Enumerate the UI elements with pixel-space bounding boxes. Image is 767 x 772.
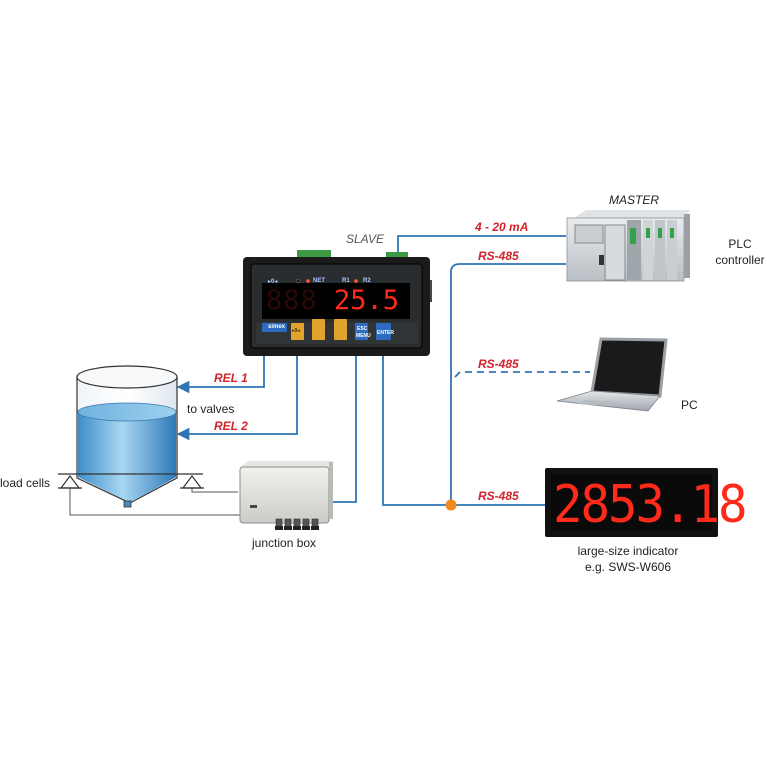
junction-box-label: junction box	[252, 536, 317, 550]
plc-label-line1: PLC	[728, 237, 752, 251]
laptop-icon	[556, 337, 668, 412]
meter-btn-esc: ESC	[357, 326, 368, 332]
meter-btn-menu: MENU	[356, 333, 371, 339]
line-rel2	[176, 356, 298, 441]
line-meter-jbox	[331, 356, 357, 503]
connection-lines	[176, 235, 566, 506]
rs485-indicator-label: RS-485	[478, 489, 519, 503]
master-label: MASTER	[609, 193, 660, 207]
meter-display-blank: 888	[266, 285, 318, 316]
rel1-label: REL 1	[214, 371, 248, 385]
meter-display-value: 25.5	[334, 285, 400, 316]
large-indicator-value: 2853.18	[553, 474, 748, 535]
pc-label: PC	[681, 398, 698, 412]
rs485-plc-label: RS-485	[478, 249, 519, 263]
led-display-icon	[545, 468, 718, 537]
large-indicator-label: large-size indicator e.g. SWS-W606	[578, 543, 679, 575]
line-rs485-plc	[450, 263, 566, 505]
meter-indicator-zero: ▸0◂	[268, 279, 278, 285]
plc-label-line2: controller	[715, 253, 765, 267]
to-valves-label: to valves	[187, 402, 235, 416]
meter-indicator-r2: R2	[363, 278, 371, 284]
junction-box-icon	[239, 461, 334, 530]
meter-brand: simex	[268, 324, 286, 330]
slave-label: SLAVE	[346, 232, 385, 246]
meter-btn-zero: ▸0◂	[292, 328, 300, 334]
large-indicator-label-line2: e.g. SWS-W606	[584, 560, 672, 574]
line-rs485-pc	[454, 371, 590, 378]
large-indicator-label-line1: large-size indicator	[577, 544, 679, 558]
plc-rack-icon	[566, 210, 690, 282]
rel2-label: REL 2	[214, 419, 248, 433]
silo-tank-icon	[58, 365, 203, 508]
load-cells-label: load cells	[0, 476, 51, 490]
line-current-loop	[397, 235, 566, 258]
meter-indicator-net: NET	[313, 278, 325, 284]
meter-btn-enter: ENTER	[377, 330, 394, 336]
line-rel1	[176, 356, 265, 394]
load-cell-triangle-icon	[58, 475, 204, 489]
current-loop-label: 4 - 20 mA	[475, 220, 529, 234]
meter-indicator-r1: R1	[342, 278, 350, 284]
bus-junction-dot	[445, 499, 457, 511]
line-rs485-indicator	[382, 356, 545, 506]
cable-loadcells	[69, 488, 242, 516]
panel-meter-icon	[243, 250, 432, 356]
plc-label: PLC controller	[715, 236, 764, 268]
cable-loadcell-right	[191, 488, 238, 493]
rs485-pc-label: RS-485	[478, 357, 519, 371]
